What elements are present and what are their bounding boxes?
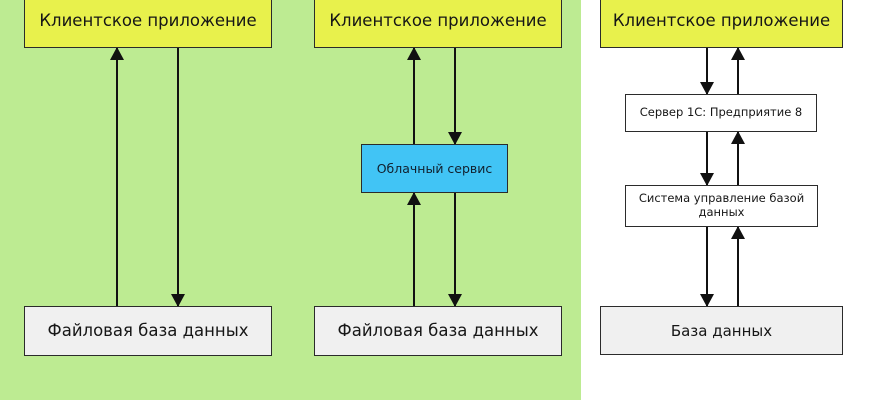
arrow-shaft	[116, 48, 119, 306]
arrow-cloud-to-file-db-2	[448, 193, 463, 307]
arrow-head-up	[731, 226, 746, 239]
arrow-file-db-to-client-1	[110, 47, 125, 306]
arrow-database-to-dbms	[731, 226, 746, 306]
node-database[interactable]: База данных	[600, 306, 843, 355]
node-client-app-1[interactable]: Клиентское приложение	[24, 0, 272, 48]
node-label: Клиентское приложение	[39, 11, 257, 31]
arrow-head-up	[731, 131, 746, 144]
arrow-shaft	[706, 227, 709, 306]
arrow-client-to-server	[700, 48, 715, 95]
arrow-head-down	[448, 294, 463, 307]
arrow-dbms-to-database	[700, 227, 715, 307]
arrow-shaft	[737, 132, 740, 185]
arrow-head-down	[700, 294, 715, 307]
arrow-dbms-to-server	[731, 131, 746, 185]
arrow-shaft	[177, 48, 180, 306]
node-client-app-2[interactable]: Клиентское приложение	[314, 0, 562, 48]
arrow-shaft	[413, 48, 416, 144]
node-file-database-2[interactable]: Файловая база данных	[314, 306, 562, 356]
arrow-file-db-to-cloud-2	[407, 192, 422, 306]
arrow-shaft	[706, 132, 709, 185]
arrow-cloud-to-client-2	[407, 47, 422, 144]
arrow-server-to-client	[731, 47, 746, 94]
arrow-client-to-file-db-1	[171, 48, 186, 307]
arrow-head-up	[407, 47, 422, 60]
node-label: Клиентское приложение	[612, 11, 831, 31]
arrow-shaft	[413, 193, 416, 306]
arrow-server-to-dbms	[700, 132, 715, 186]
arrow-head-up	[407, 192, 422, 205]
node-label: Облачный сервис	[376, 161, 493, 176]
node-label: Клиентское приложение	[329, 11, 547, 31]
node-label: Файловая база данных	[337, 321, 539, 341]
node-dbms[interactable]: Система управление базой данных	[625, 185, 818, 227]
arrow-shaft	[454, 193, 457, 306]
node-label: Система управление базой данных	[638, 191, 805, 219]
arrow-shaft	[737, 227, 740, 306]
arrow-shaft	[737, 48, 740, 94]
node-server-1c[interactable]: Сервер 1С: Предприятие 8	[625, 94, 817, 132]
arrow-shaft	[454, 48, 457, 144]
arrow-head-down	[448, 132, 463, 145]
arrow-client-to-cloud-2	[448, 48, 463, 145]
node-label: Файловая база данных	[47, 321, 249, 341]
node-client-app-3[interactable]: Клиентское приложение	[600, 0, 843, 48]
arrow-head-down	[171, 294, 186, 307]
arrow-shaft	[706, 48, 709, 94]
node-cloud-service[interactable]: Облачный сервис	[361, 144, 508, 193]
arrow-head-down	[700, 173, 715, 186]
node-label: Сервер 1С: Предприятие 8	[639, 105, 803, 120]
arrow-head-up	[110, 47, 125, 60]
arrow-head-down	[700, 82, 715, 95]
node-label: База данных	[670, 321, 773, 340]
arrow-head-up	[731, 47, 746, 60]
node-file-database-1[interactable]: Файловая база данных	[24, 306, 272, 356]
